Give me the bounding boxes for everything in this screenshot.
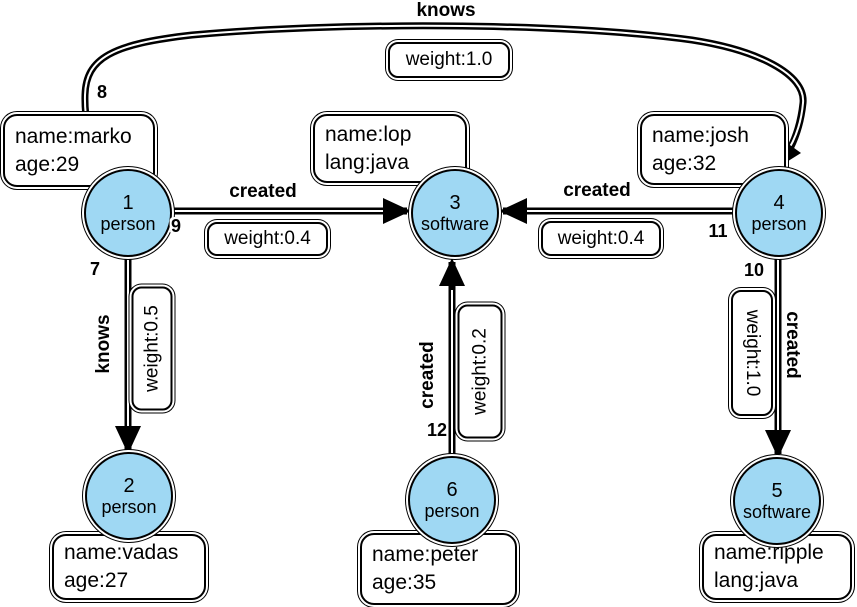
vertex-id-label: 6: [446, 479, 458, 501]
edge-weight-label: weight:1.0: [742, 309, 763, 397]
edge-7-weight-box: weight:0.5: [131, 286, 173, 411]
edge-7-id: 7: [89, 259, 100, 279]
vertex-type-label: person: [100, 214, 156, 234]
edge-7-label: knows: [93, 314, 114, 374]
edge-9-id: 9: [170, 216, 181, 236]
property-line: name:josh: [652, 123, 749, 147]
vertex-id-label: 3: [449, 192, 461, 214]
property-line: name:marko: [15, 124, 132, 148]
edge-9-label: created: [229, 181, 297, 202]
vertex-id-label: 2: [123, 475, 135, 497]
vertex-1-properties: name:marko age:29: [3, 114, 155, 187]
edge-8-label: knows: [416, 0, 476, 21]
edge-10-arrowhead: [765, 430, 791, 458]
edge-12-arrowhead: [439, 258, 465, 286]
vertex-type-label: person: [101, 497, 157, 517]
vertex-6[interactable]: 6 person: [408, 456, 496, 544]
edge-9-arrowhead: [383, 198, 411, 224]
vertex-type-label: software: [742, 502, 812, 522]
edge-11-arrowhead: [499, 198, 527, 224]
edge-weight-label: weight:0.4: [557, 227, 645, 249]
vertex-3[interactable]: 3 software: [411, 169, 499, 257]
property-line: name:peter: [372, 543, 479, 566]
edge-9-weight-box: weight:0.4: [207, 222, 328, 256]
property-line: age:27: [64, 569, 129, 592]
edge-weight-label: weight:1.0: [405, 49, 493, 70]
edge-11-id: 11: [708, 221, 728, 241]
vertex-2[interactable]: 2 person: [85, 452, 173, 540]
property-line: age:35: [372, 571, 437, 594]
property-line: lang:java: [325, 150, 410, 174]
vertex-id-label: 5: [771, 480, 783, 502]
edge-12-id: 12: [426, 420, 448, 440]
edge-7-arrowhead: [115, 426, 141, 454]
property-line: name:vadas: [64, 541, 179, 564]
vertex-id-label: 1: [122, 192, 134, 214]
edge-weight-label: weight:0.4: [224, 228, 311, 249]
vertex-type-label: person: [751, 214, 807, 234]
vertex-4-properties: name:josh age:32: [640, 114, 786, 185]
vertex-6-properties: name:peter age:35: [360, 533, 517, 605]
edge-8-id: 8: [96, 82, 107, 102]
edge-11-weight-box: weight:0.4: [541, 221, 661, 256]
vertex-5-properties: name:ripple lang:java: [702, 534, 852, 600]
edge-11-label: created: [563, 180, 631, 201]
edge-10-label: created: [782, 311, 803, 379]
vertex-1[interactable]: 1 person: [84, 169, 172, 257]
property-line: age:32: [652, 151, 717, 175]
property-line: lang:java: [714, 569, 799, 592]
edge-8-weight-box: weight:1.0: [388, 42, 510, 78]
edge-12-label: created: [417, 341, 438, 409]
edge-10-id: 10: [743, 260, 765, 280]
vertex-2-properties: name:vadas age:27: [52, 534, 206, 600]
edge-weight-label: weight:0.5: [141, 305, 162, 392]
vertex-id-label: 4: [773, 192, 785, 214]
edge-10-weight-box: weight:1.0: [731, 290, 773, 416]
vertex-type-label: person: [424, 501, 480, 521]
property-line: name:lop: [325, 122, 412, 146]
edge-weight-label: weight:0.2: [469, 328, 490, 415]
vertex-4[interactable]: 4 person: [735, 169, 823, 257]
edge-8-core: [83, 24, 805, 191]
edge-12-weight-box: weight:0.2: [457, 304, 503, 439]
vertex-type-label: software: [420, 214, 490, 234]
vertex-5[interactable]: 5 software: [733, 457, 821, 545]
property-line: age:29: [15, 152, 80, 176]
property-line: name:ripple: [714, 541, 824, 564]
